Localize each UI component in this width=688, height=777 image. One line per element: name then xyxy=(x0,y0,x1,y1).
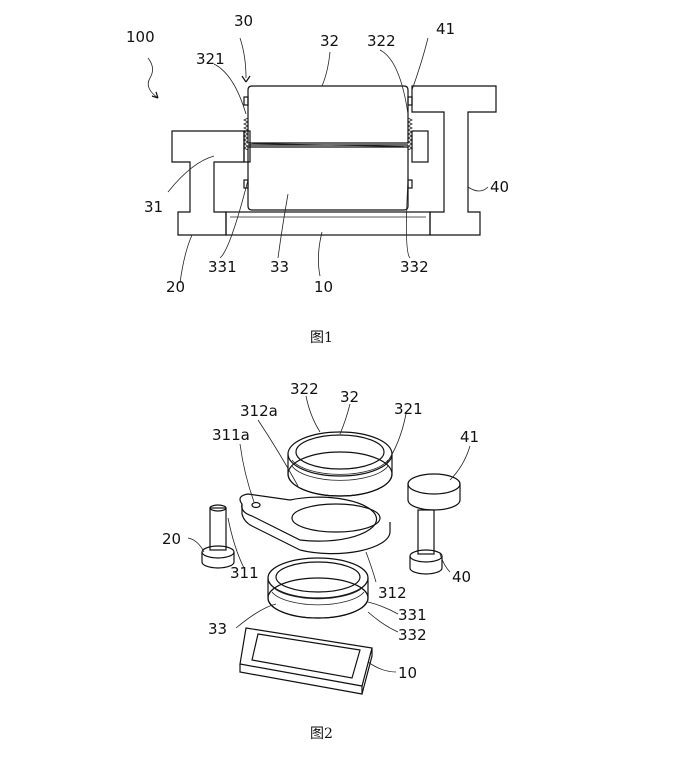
figure2-caption: 图2 xyxy=(310,726,333,742)
figure2-exploded-view: 322 32 312a 321 311a 41 20 311 312 40 33… xyxy=(162,380,479,742)
part-20-pillar xyxy=(171,130,245,236)
figure1-caption: 图1 xyxy=(310,330,333,346)
part-31-clamp-arm xyxy=(239,493,391,555)
label-31: 31 xyxy=(144,198,163,216)
leader-lines-fig2 xyxy=(187,395,471,673)
label-20: 20 xyxy=(162,530,181,548)
part-33-lower-lens-3d xyxy=(267,557,369,619)
label-32: 32 xyxy=(320,32,339,50)
thread-321 xyxy=(243,117,249,151)
label-40: 40 xyxy=(490,178,509,196)
thread-322 xyxy=(407,117,413,151)
label-322: 322 xyxy=(367,32,396,50)
label-41: 41 xyxy=(460,428,479,446)
label-40: 40 xyxy=(452,568,471,586)
part-32-upper-lens-3d xyxy=(287,431,393,497)
part-32-upper-lens xyxy=(247,85,409,144)
part-10-base xyxy=(225,211,431,236)
part-40-pillar xyxy=(411,85,497,236)
part-10-base-3d xyxy=(239,627,373,695)
label-311: 311 xyxy=(230,564,259,582)
label-332: 332 xyxy=(398,626,427,644)
label-322: 322 xyxy=(290,380,319,398)
part-20-screw xyxy=(201,504,235,569)
label-332: 332 xyxy=(400,258,429,276)
figure1-cross-section: 100 30 32 322 41 321 31 40 20 331 33 10 … xyxy=(126,12,509,346)
label-33: 33 xyxy=(270,258,289,276)
label-321: 321 xyxy=(196,50,225,68)
label-10: 10 xyxy=(398,664,417,682)
label-312: 312 xyxy=(378,584,407,602)
label-30: 30 xyxy=(234,12,253,30)
label-32: 32 xyxy=(340,388,359,406)
label-331: 331 xyxy=(398,606,427,624)
part-33-lower-lens xyxy=(247,146,409,211)
label-312a: 312a xyxy=(240,402,278,420)
part-40-screw-with-knob-41 xyxy=(407,473,461,575)
label-100: 100 xyxy=(126,28,155,46)
label-41: 41 xyxy=(436,20,455,38)
label-20: 20 xyxy=(166,278,185,296)
label-33: 33 xyxy=(208,620,227,638)
label-321: 321 xyxy=(394,400,423,418)
leader-lines-fig1 xyxy=(147,37,489,284)
label-10: 10 xyxy=(314,278,333,296)
label-331: 331 xyxy=(208,258,237,276)
label-311a: 311a xyxy=(212,426,250,444)
